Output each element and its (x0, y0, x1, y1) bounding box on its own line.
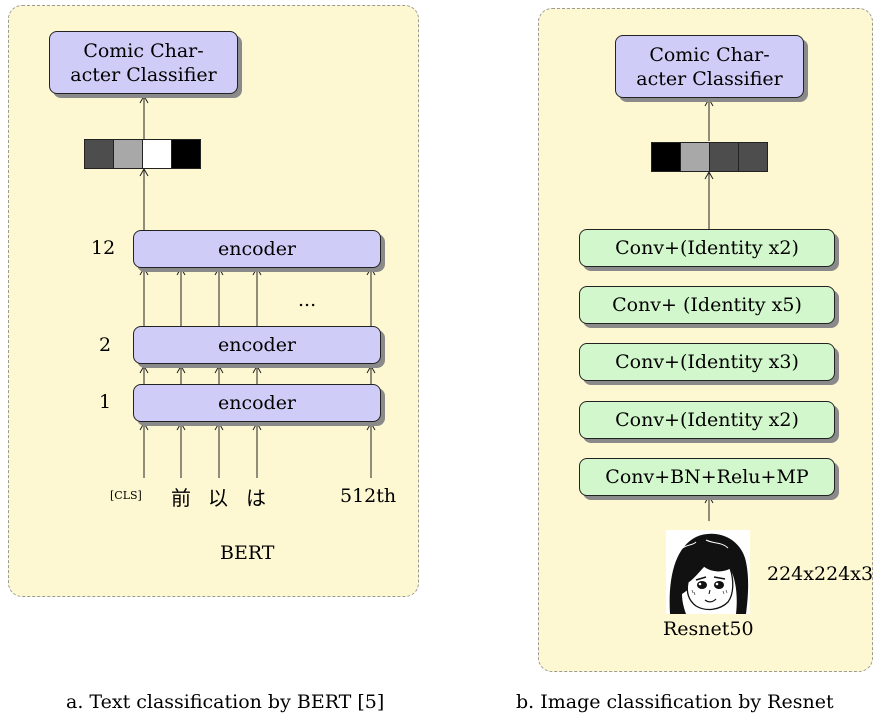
resnet-feature-cell (651, 142, 681, 172)
resnet-classifier-box: Comic Char- acter Classifier (615, 35, 804, 98)
resnet-block-1: Conv+(Identity x2) (579, 229, 835, 267)
token-1: 前 (171, 486, 191, 510)
bert-panel (8, 5, 419, 597)
layer-label-12: 12 (91, 237, 116, 259)
bert-caption: a. Text classification by BERT [5] (66, 691, 385, 713)
resnet-feature-cell (709, 142, 739, 172)
bert-feature-cell (113, 139, 143, 169)
resnet-feature-cell (680, 142, 710, 172)
bert-classifier-box: Comic Char- acter Classifier (49, 31, 238, 94)
resnet-feature-cell (738, 142, 768, 172)
resnet-block-4: Conv+(Identity x2) (579, 401, 835, 439)
layer-label-1: 1 (99, 391, 112, 413)
bert-feature-cell (142, 139, 172, 169)
input-size-label: 224x224x3 (767, 563, 874, 585)
bert-feature-cell (84, 139, 114, 169)
encoder-box-1: encoder (133, 384, 381, 422)
token-3: は (246, 486, 266, 510)
resnet-model-name: Resnet50 (663, 618, 754, 640)
ellipsis: ... (298, 289, 317, 311)
token-512th: 512th (340, 485, 397, 507)
resnet-caption: b. Image classification by Resnet (516, 691, 834, 713)
token-2: 以 (208, 486, 228, 510)
resnet-block-2: Conv+ (Identity x5) (579, 286, 835, 324)
layer-label-2: 2 (99, 334, 112, 356)
comic-face-image (666, 530, 750, 614)
bert-feature-cell (171, 139, 201, 169)
token-cls: [CLS] (110, 489, 142, 502)
encoder-box-2: encoder (133, 326, 381, 364)
encoder-box-12: encoder (133, 230, 381, 268)
resnet-block-3: Conv+(Identity x3) (579, 343, 835, 381)
bert-model-name: BERT (220, 542, 275, 564)
resnet-block-5: Conv+BN+Relu+MP (579, 458, 835, 496)
